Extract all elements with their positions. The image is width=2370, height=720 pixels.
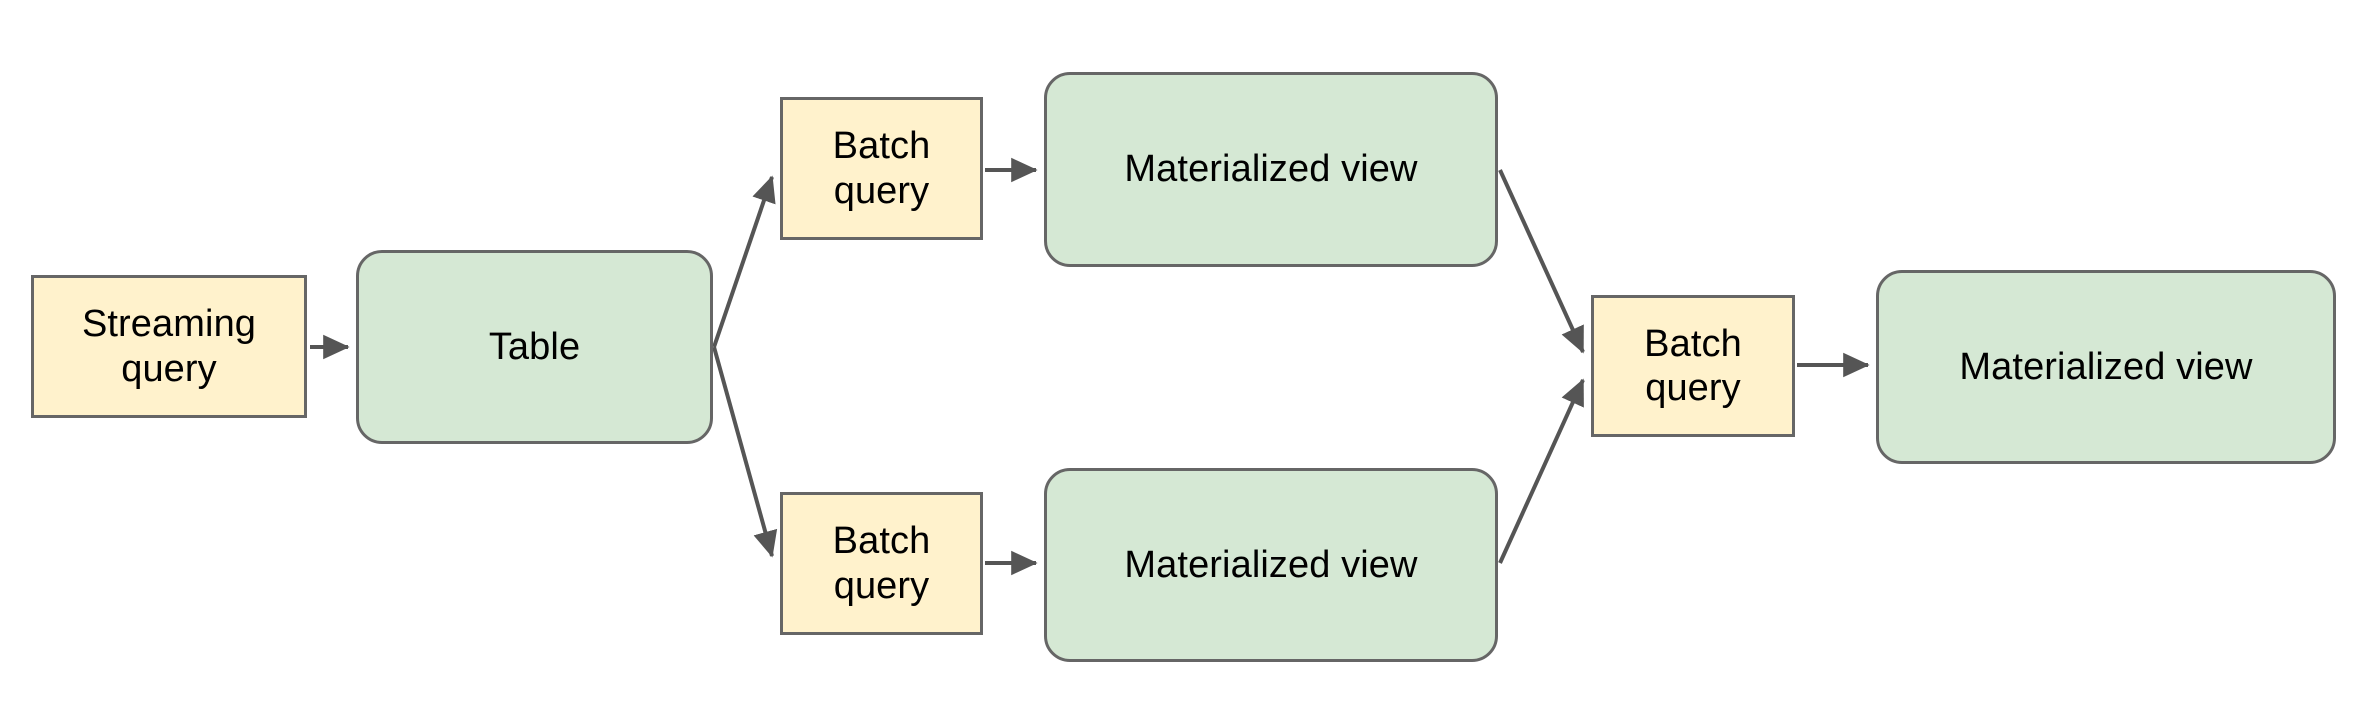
node-materialized-view-bottom[interactable]: Materialized view — [1044, 468, 1498, 662]
node-materialized-view-final[interactable]: Materialized view — [1876, 270, 2336, 464]
node-batch-query-merge-label: Batch query — [1644, 322, 1742, 409]
node-table-label: Table — [488, 325, 581, 368]
node-materialized-view-top[interactable]: Materialized view — [1044, 72, 1498, 267]
edge-table-to-batch-query-bottom — [712, 346, 778, 558]
node-batch-query-top[interactable]: Batch query — [780, 97, 983, 240]
edge-table-to-batch-query-top — [712, 175, 776, 348]
node-materialized-view-bottom-label: Materialized view — [1124, 543, 1418, 586]
node-batch-query-top-label: Batch query — [832, 125, 931, 212]
node-streaming-query[interactable]: Streaming query — [31, 275, 307, 418]
node-materialized-view-final-label: Materialized view — [1959, 345, 2253, 388]
node-batch-query-bottom[interactable]: Batch query — [780, 492, 983, 635]
edge-materialized-view-top-to-batch-query-merge — [1498, 169, 1585, 354]
edge-materialized-view-bottom-to-batch-query-merge — [1498, 378, 1585, 564]
node-batch-query-bottom-label: Batch query — [832, 520, 931, 607]
node-batch-query-merge[interactable]: Batch query — [1591, 295, 1795, 437]
node-table[interactable]: Table — [356, 250, 713, 444]
node-materialized-view-top-label: Materialized view — [1124, 148, 1418, 191]
node-streaming-query-label: Streaming query — [81, 303, 257, 390]
